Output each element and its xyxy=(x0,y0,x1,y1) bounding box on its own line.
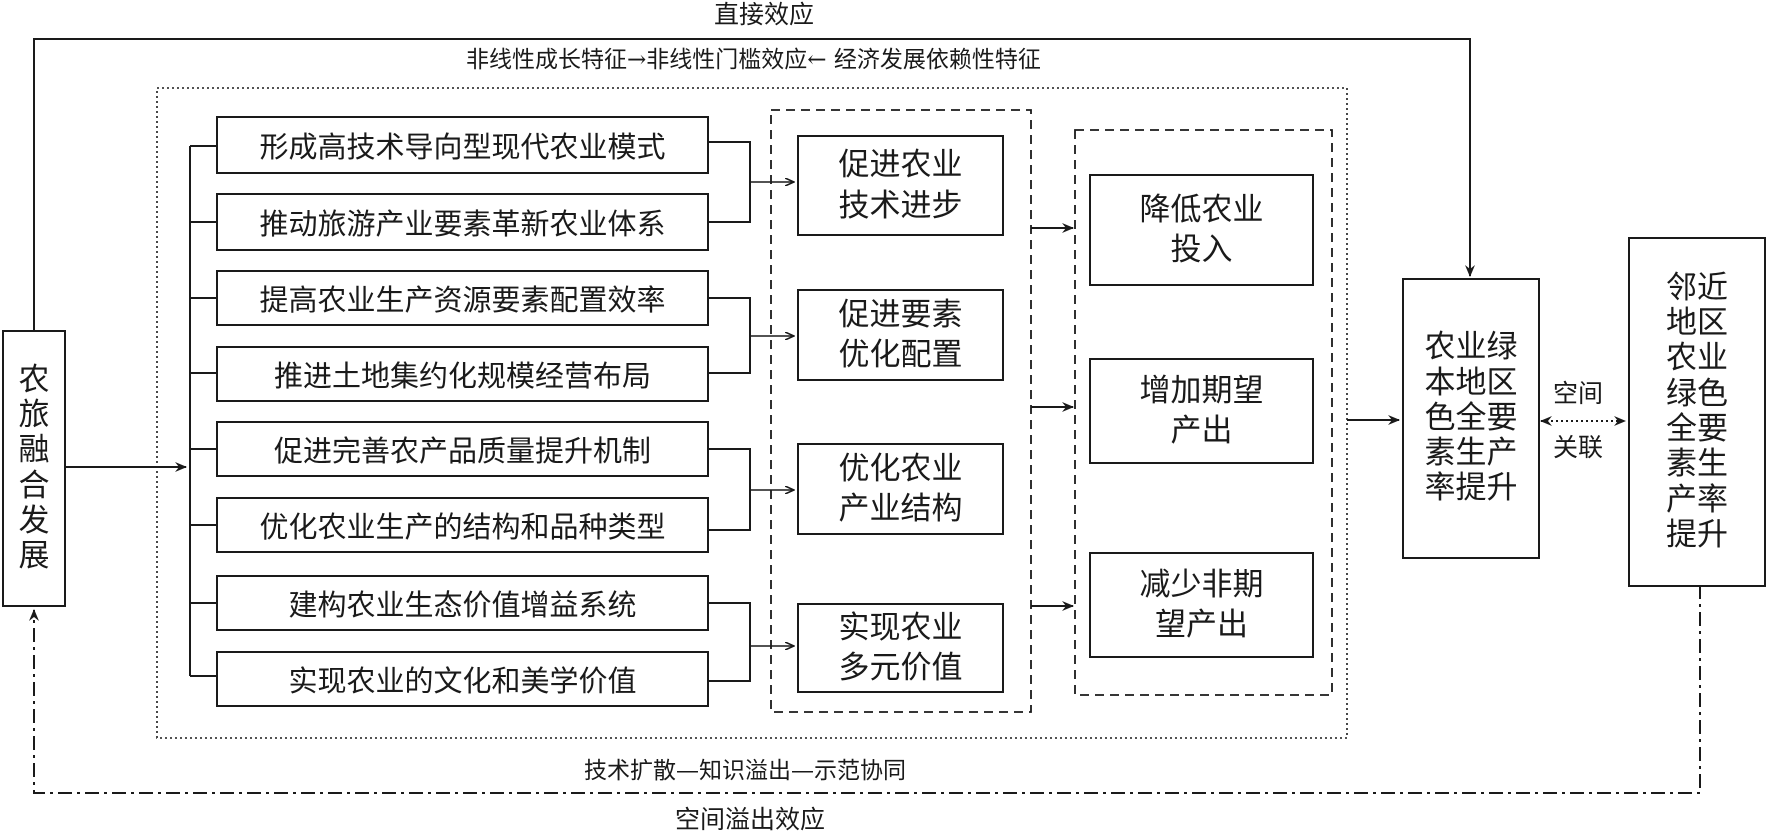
source-box: 农 旅 融 合 发 展 xyxy=(2,330,66,607)
mechanism-box: 实现农业 多元价值 xyxy=(797,603,1004,693)
outcome-group-frame xyxy=(1074,129,1333,696)
pair-to-mechanism-arrows xyxy=(750,182,794,646)
mechanism-text: 实现农业 多元价值 xyxy=(838,609,963,686)
neighbor-result-text: 邻近 地区 农业 绿色 全要 素生 产率 提升 xyxy=(1666,269,1728,553)
inner-framework-frame xyxy=(156,87,1348,739)
action-text: 推进土地集约化规模经营布局 xyxy=(273,359,651,393)
mechanism-to-outcome-arrows xyxy=(1031,223,1074,611)
source-text: 农 旅 融 合 发 展 xyxy=(18,361,50,575)
local-result-box: 农业绿 本地区 色全要 素生产 率提升 xyxy=(1402,278,1540,559)
spatial-spillover-label: 空间溢出效应 xyxy=(675,805,826,834)
action-box: 建构农业生态价值增益系统 xyxy=(216,575,709,631)
outcome-box: 增加期望 产出 xyxy=(1089,358,1314,464)
action-text: 形成高技术导向型现代农业模式 xyxy=(259,130,666,164)
action-box: 形成高技术导向型现代农业模式 xyxy=(216,116,709,174)
spatial-spillover-path xyxy=(29,585,1701,794)
mechanism-group-frame xyxy=(770,109,1032,713)
local-result-text: 农业绿 本地区 色全要 素生产 率提升 xyxy=(1424,329,1518,507)
mechanism-text: 优化农业 产业结构 xyxy=(838,450,963,527)
action-bracket-ticks xyxy=(190,145,216,677)
mechanism-box: 促进要素 优化配置 xyxy=(797,289,1004,381)
outcome-text: 增加期望 产出 xyxy=(1139,372,1264,449)
neighbor-result-box: 邻近 地区 农业 绿色 全要 素生 产率 提升 xyxy=(1628,237,1766,587)
direct-effect-label: 直接效应 xyxy=(714,0,815,29)
spatial-link-label-bottom: 关联 xyxy=(1553,433,1604,462)
pair-brackets xyxy=(709,141,751,682)
action-text: 推动旅游产业要素革新农业体系 xyxy=(259,207,666,241)
mechanism-feature-label: 非线性成长特征→非线性门槛效应← 经济发展依赖性特征 xyxy=(466,47,1041,73)
mechanism-box: 促进农业 技术进步 xyxy=(797,135,1004,236)
action-box: 推进土地集约化规模经营布局 xyxy=(216,346,709,402)
action-text: 促进完善农产品质量提升机制 xyxy=(273,434,651,468)
action-text: 优化农业生产的结构和品种类型 xyxy=(259,510,666,544)
mechanism-text: 促进要素 优化配置 xyxy=(838,296,963,373)
outcome-text: 减少非期 望产出 xyxy=(1139,566,1264,643)
outcome-text: 降低农业 投入 xyxy=(1139,191,1264,268)
action-box: 推动旅游产业要素革新农业体系 xyxy=(216,193,709,251)
action-box: 优化农业生产的结构和品种类型 xyxy=(216,497,709,553)
action-box: 促进完善农产品质量提升机制 xyxy=(216,421,709,477)
action-text: 提高农业生产资源要素配置效率 xyxy=(259,283,666,317)
mechanism-box: 优化农业 产业结构 xyxy=(797,443,1004,535)
action-text: 实现农业的文化和美学价值 xyxy=(288,664,637,698)
action-box: 实现农业的文化和美学价值 xyxy=(216,651,709,707)
direct-effect-path xyxy=(33,38,1475,330)
spatial-link-label-top: 空间 xyxy=(1553,379,1604,408)
outcome-box: 减少非期 望产出 xyxy=(1089,552,1314,658)
outcome-box: 降低农业 投入 xyxy=(1089,174,1314,286)
action-box: 提高农业生产资源要素配置效率 xyxy=(216,270,709,326)
action-text: 建构农业生态价值增益系统 xyxy=(288,588,637,622)
spatial-channel-label: 技术扩散—知识溢出—示范协同 xyxy=(584,758,906,784)
mechanism-text: 促进农业 技术进步 xyxy=(838,147,963,224)
